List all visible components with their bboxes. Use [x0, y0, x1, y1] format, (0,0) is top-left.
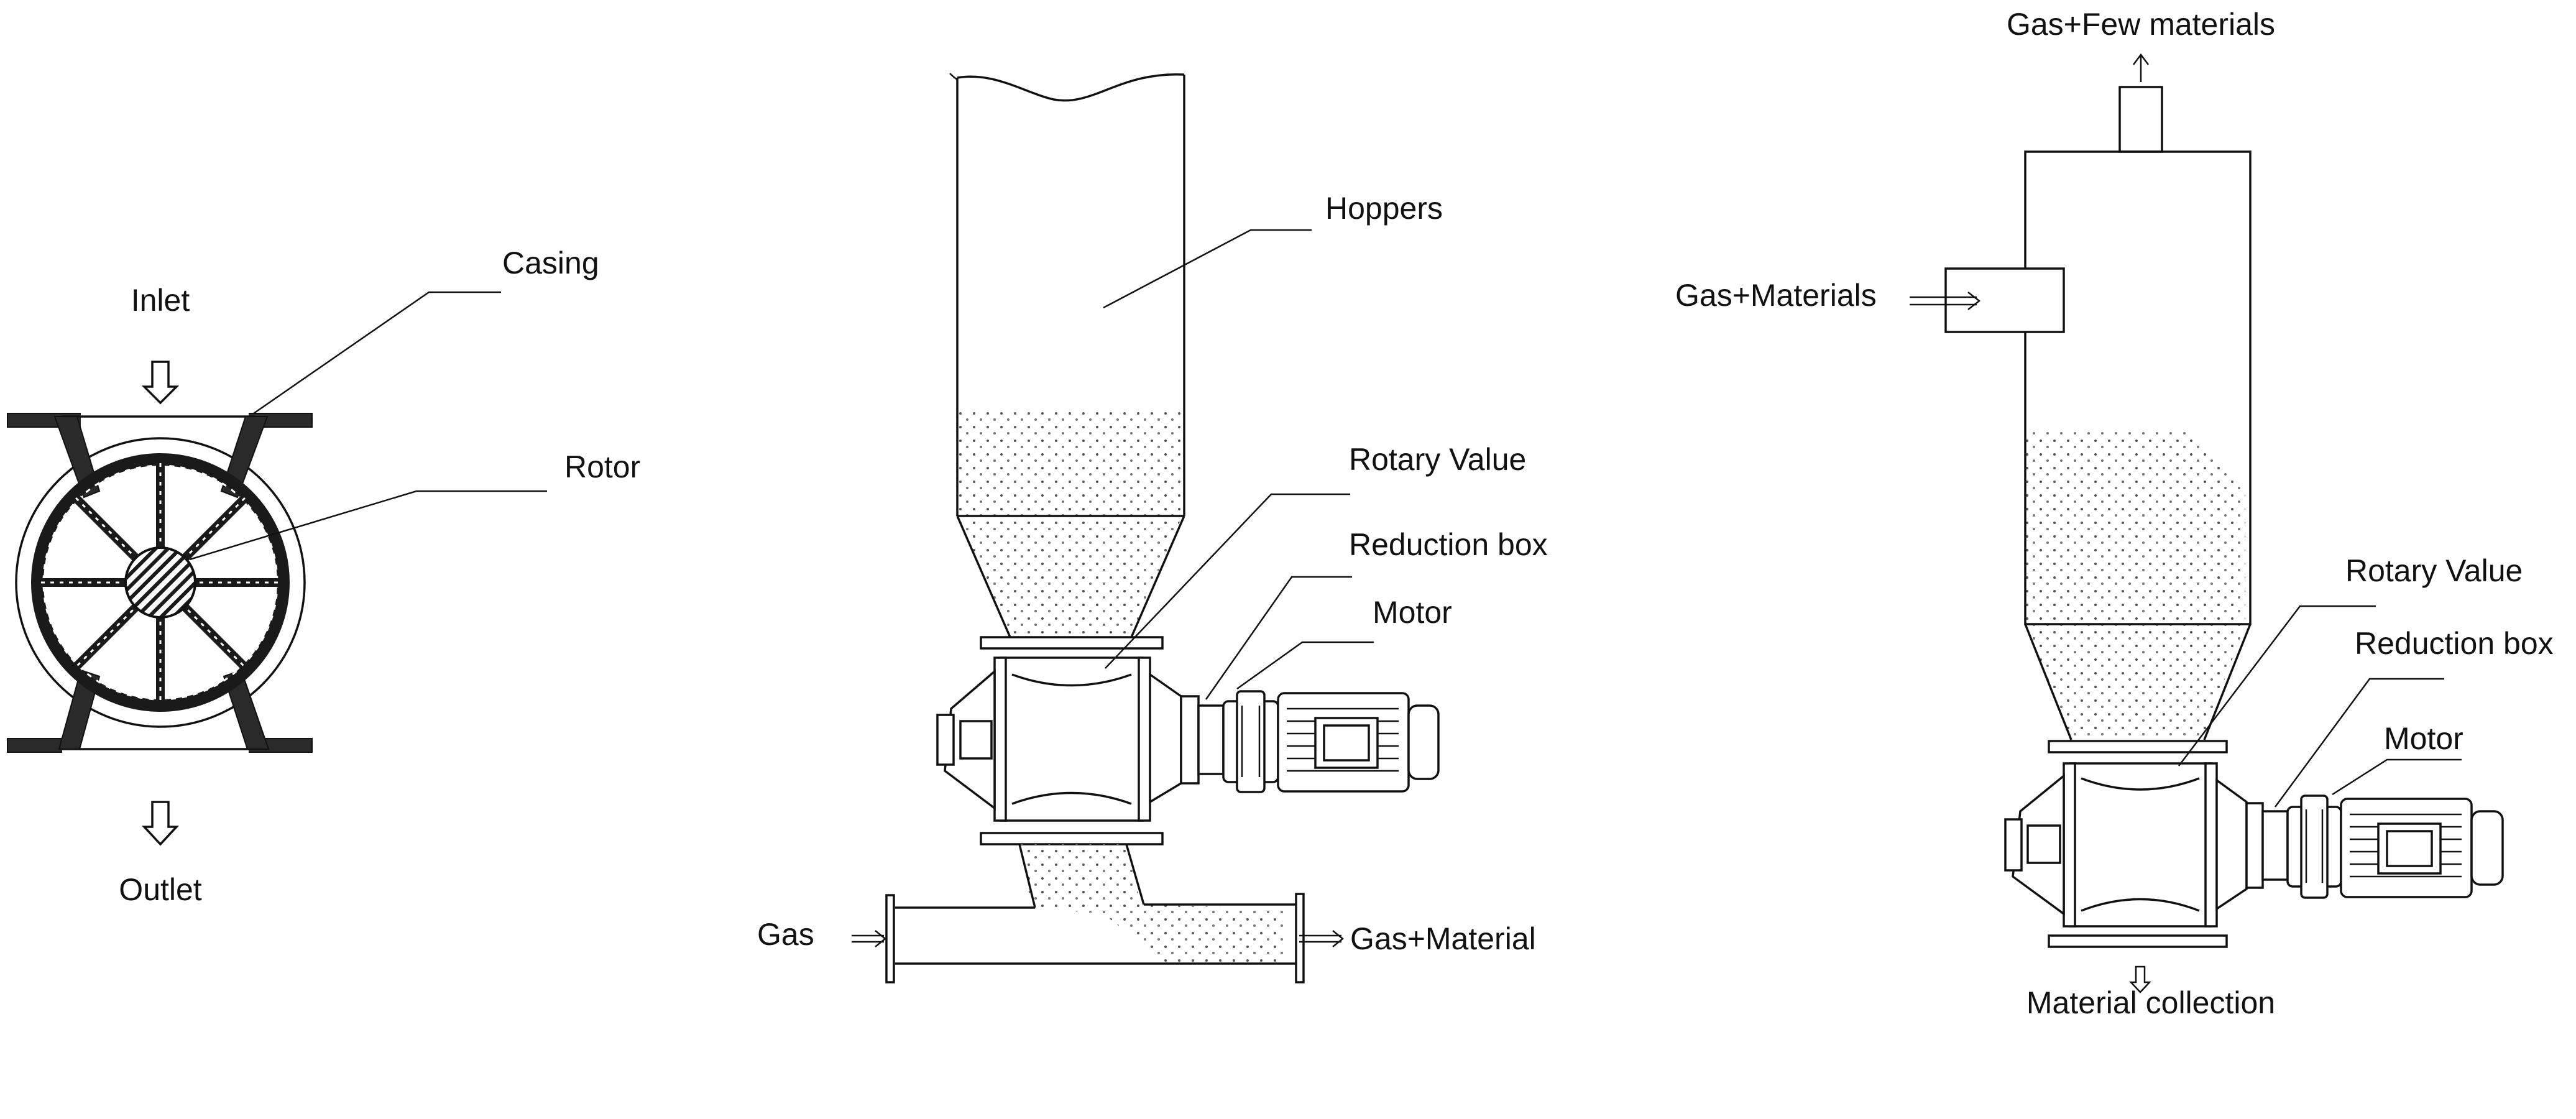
rotor-leader [189, 490, 547, 561]
hopper-conveying-system: Hoppers Rotary Value Reduction box Motor… [757, 73, 1548, 983]
reduction-box-label: Reduction box [1349, 527, 1548, 562]
pipe-material [1019, 844, 1287, 964]
motor-label: Motor [2384, 721, 2463, 756]
gas-outlet-pipe [2118, 86, 2163, 153]
casing-label: Casing [502, 246, 599, 280]
reduction-box-leader [1205, 576, 1352, 700]
casing-leader [253, 291, 501, 415]
material-collection-arrow-icon [2129, 965, 2151, 993]
gas-few-materials-label: Gas+Few materials [2007, 7, 2275, 42]
cyclone-separator-system: Gas+Few materials Gas+Materials Rotary V… [1675, 7, 2554, 1020]
motor-label: Motor [1373, 595, 1452, 630]
hopper-material [959, 410, 1182, 637]
inlet-arrow-icon [141, 361, 180, 405]
rotor-label: Rotor [564, 449, 640, 484]
valve-bottom-flange [980, 832, 1164, 845]
cyclone-material [2025, 429, 2245, 740]
reduction-box-label: Reduction box [2355, 626, 2554, 661]
pipe-left-flange [885, 894, 895, 983]
rotor-hub [124, 546, 196, 619]
hopper-break-line [957, 73, 1185, 102]
pipe-right-flange [1295, 893, 1305, 983]
cyclone-body [2024, 150, 2252, 625]
hoppers-leader [1103, 229, 1312, 309]
valve-top-flange [2048, 740, 2228, 753]
valve-body [1000, 656, 1144, 822]
valve-top-flange [980, 636, 1164, 650]
motor-leader [1236, 641, 1374, 690]
valve-body [2069, 762, 2212, 928]
valve-bottom-flange [2048, 934, 2228, 948]
reduction-box-leader [2274, 678, 2444, 808]
material-collection-label: Material collection [2026, 985, 2275, 1020]
gas-inlet-duct [1944, 267, 2065, 333]
outlet-label: Outlet [119, 872, 202, 907]
motor-leader [2332, 758, 2462, 796]
rotary-valve-leader [2178, 605, 2376, 767]
outlet-arrow-icon [141, 801, 180, 846]
gas-materials-label: Gas+Materials [1675, 278, 1877, 313]
rotary-valve-cross-section: Inlet Outlet Casing Rotor [7, 246, 640, 907]
rotary-valve-leader [1105, 493, 1350, 669]
inlet-label: Inlet [131, 283, 190, 318]
hoppers-label: Hoppers [1325, 191, 1443, 226]
rotary-valve-label: Rotary Value [1349, 442, 1526, 477]
gas-label: Gas [757, 917, 814, 952]
gas-material-label: Gas+Material [1350, 921, 1536, 956]
rotary-valve-label: Rotary Value [2345, 553, 2523, 588]
housing-outer [15, 437, 306, 728]
